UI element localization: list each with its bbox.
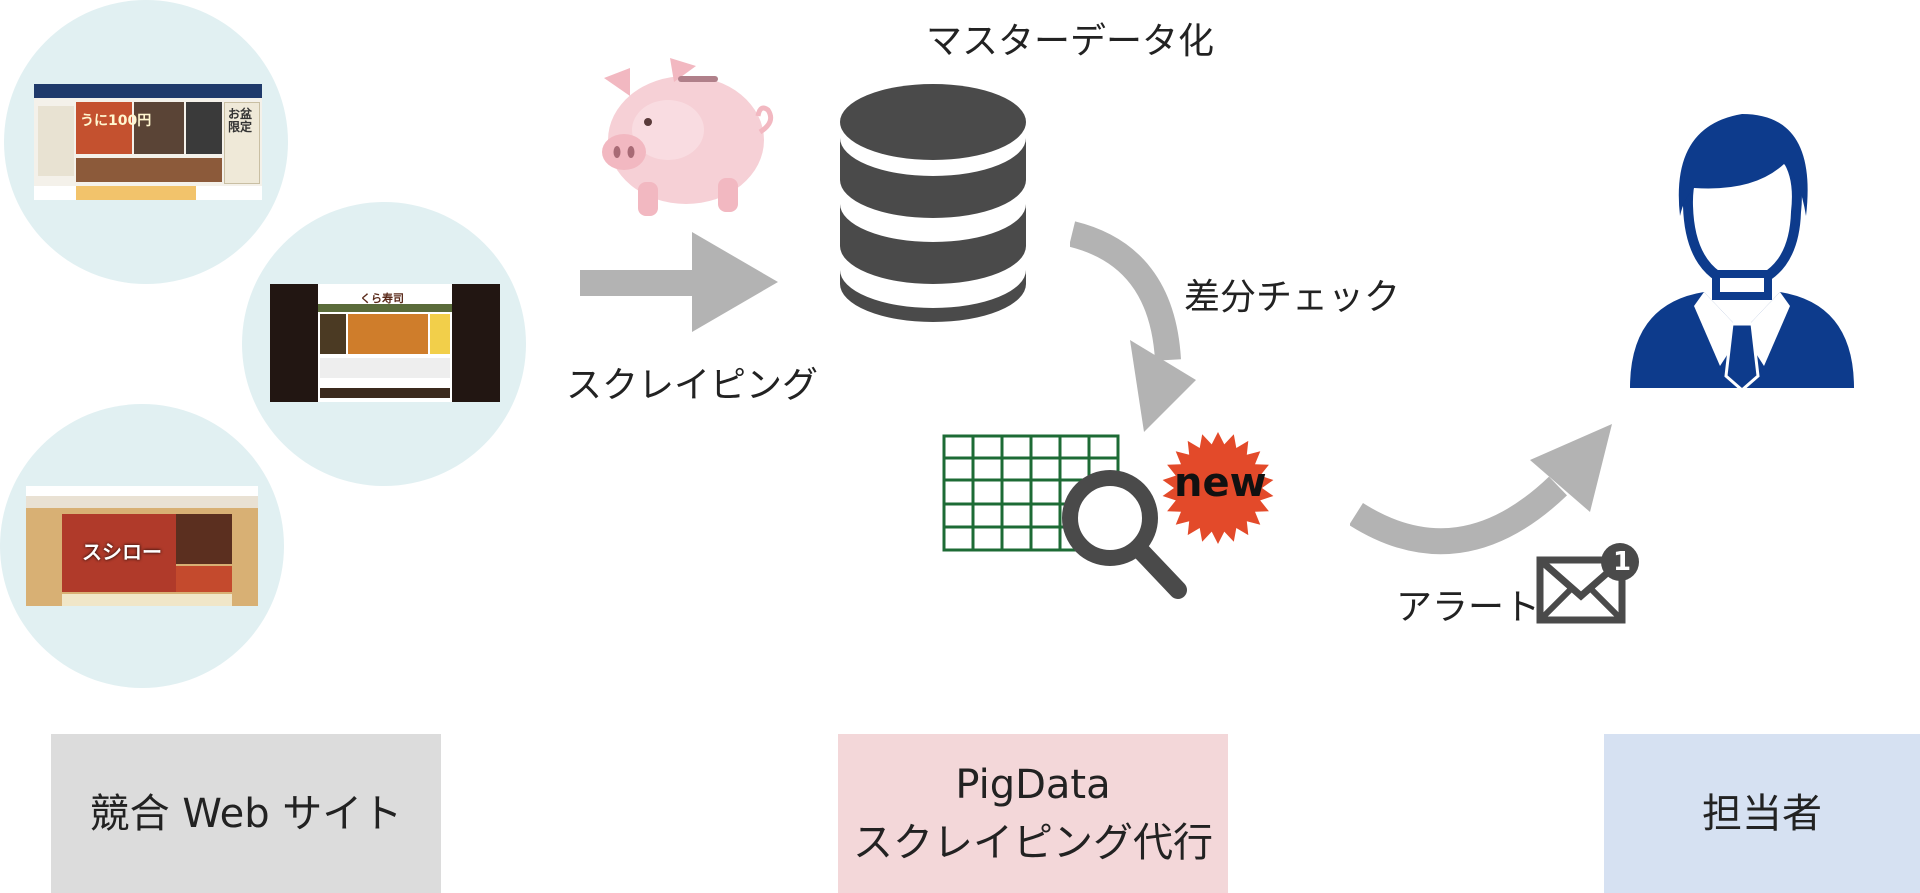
alert-arrow xyxy=(1350,424,1612,555)
pigdata-label-line1: PigData xyxy=(955,761,1111,808)
alert-label: アラート xyxy=(1396,587,1541,628)
diff-check-arrow xyxy=(1070,221,1196,432)
magnifier-icon xyxy=(1062,470,1187,599)
site-1-side-text: お盆限定 xyxy=(228,107,253,135)
master-data-label: マスターデータ化 xyxy=(926,21,1215,62)
competitor-site-box: 競合 Web サイト xyxy=(51,734,441,893)
person-box: 担当者 xyxy=(1604,734,1920,893)
diff-check-label: 差分チェック xyxy=(1184,277,1401,318)
new-badge-text: new xyxy=(1174,460,1267,506)
person-label: 担当者 xyxy=(1702,790,1822,837)
database-icon xyxy=(840,84,1026,322)
mail-badge-count: 1 xyxy=(1612,547,1632,577)
scraping-arrow xyxy=(580,232,778,332)
scraping-label: スクレイピング xyxy=(566,365,819,406)
pigdata-box: PigData スクレイピング代行 xyxy=(838,734,1228,893)
site-2-logo: くら寿司 xyxy=(360,292,404,305)
person-icon xyxy=(1630,114,1854,392)
mail-icon xyxy=(1536,543,1639,624)
pig-icon xyxy=(602,58,774,216)
site-1-headline: うに100円 xyxy=(80,113,152,129)
site-screenshot-3: スシロー xyxy=(26,486,258,606)
new-burst-icon xyxy=(1162,432,1274,544)
competitor-site-label: 競合 Web サイト xyxy=(89,790,403,837)
site-screenshot-2: くら寿司 xyxy=(270,284,500,402)
site-3-logo: スシロー xyxy=(82,540,162,564)
site-screenshot-1: うに100円 お盆限定 xyxy=(34,84,262,200)
pigdata-label-line2: スクレイピング代行 xyxy=(853,819,1213,866)
